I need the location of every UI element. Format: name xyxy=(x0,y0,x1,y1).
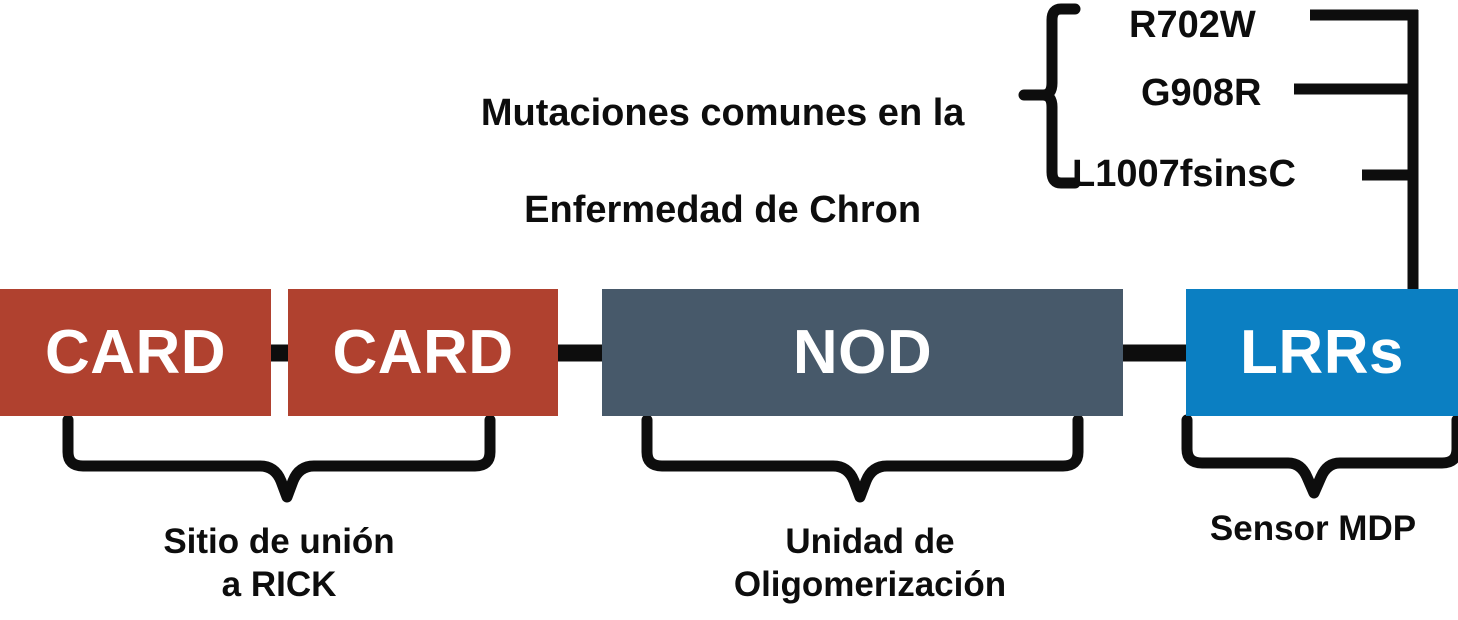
domain-box-card1[interactable]: CARD xyxy=(0,289,271,416)
bracket-caption-oligo-line-2: Oligomerización xyxy=(733,564,1007,604)
mutation-label-l1007fsinsc: L1007fsinsC xyxy=(1072,153,1296,195)
bracket-caption-oligo-line-1: Unidad de xyxy=(785,522,955,561)
bracket-caption-rick-line-2: a RICK xyxy=(221,564,337,604)
bracket-rick xyxy=(62,414,496,503)
mutations-curly-brace xyxy=(1018,3,1081,189)
mutation-label-r702w: R702W xyxy=(1129,4,1256,46)
bracket-caption-mdp-line-1: Sensor MDP xyxy=(1209,509,1417,548)
domain-label-card1: CARD xyxy=(44,317,227,387)
domain-label-nod: NOD xyxy=(792,317,933,387)
bracket-caption-rick: Sitio de unión a RICK xyxy=(79,521,479,606)
bracket-mdp xyxy=(1181,414,1458,499)
domain-box-lrrs[interactable]: LRRs xyxy=(1186,289,1458,416)
mutations-title-line-1: Mutaciones comunes en la xyxy=(480,91,965,134)
bracket-caption-rick-line-1: Sitio de unión xyxy=(163,522,395,561)
mutation-leader-lines xyxy=(1294,9,1419,293)
mutation-label-g908r: G908R xyxy=(1141,72,1262,114)
mutations-title-line-2: Enfermedad de Chron xyxy=(524,188,922,231)
mutations-title: Mutaciones comunes en la Enfermedad de C… xyxy=(419,40,984,283)
bracket-oligomerization xyxy=(641,414,1084,503)
domain-box-card2[interactable]: CARD xyxy=(288,289,558,416)
bracket-caption-oligomerization: Unidad de Oligomerización xyxy=(613,521,1127,606)
domain-box-nod[interactable]: NOD xyxy=(602,289,1123,416)
domain-label-card2: CARD xyxy=(332,317,514,387)
bracket-caption-mdp: Sensor MDP xyxy=(1170,508,1456,551)
domain-label-lrrs: LRRs xyxy=(1240,317,1404,387)
